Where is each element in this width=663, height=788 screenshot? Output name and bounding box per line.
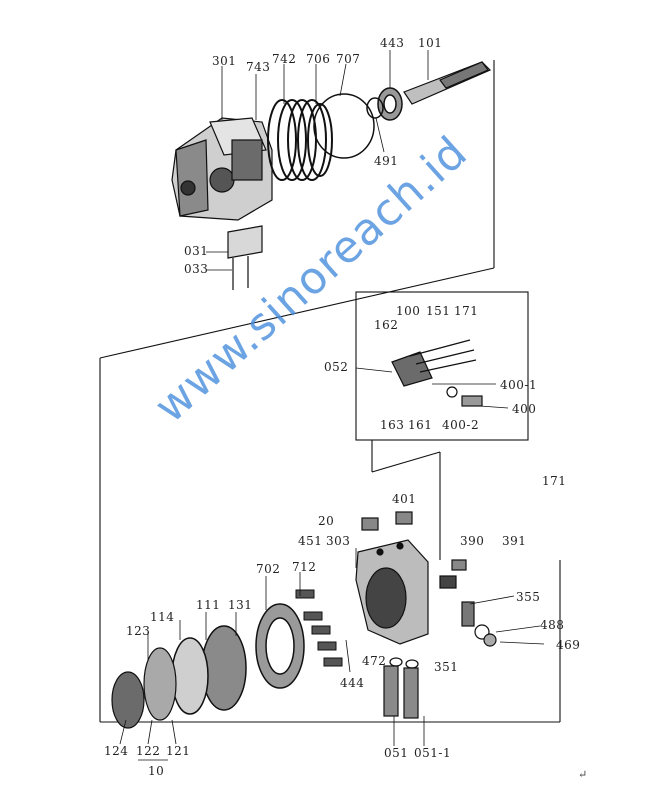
port-block: [227, 225, 263, 290]
motor-housing: [355, 511, 429, 645]
part-label-400-1: 400-1: [500, 378, 538, 392]
part-label-444: 444: [340, 676, 365, 690]
part-label-171: 171: [542, 474, 567, 488]
part-label-707: 707: [336, 52, 361, 66]
part-label-451: 451: [298, 534, 323, 548]
part-label-706: 706: [306, 52, 331, 66]
part-label-469: 469: [556, 638, 581, 652]
part-label-303: 303: [326, 534, 351, 548]
part-label-390: 390: [460, 534, 485, 548]
part-label-163: 163: [380, 418, 405, 432]
bearing: [366, 87, 403, 121]
part-label-742: 742: [272, 52, 297, 66]
brake-springs: [295, 589, 343, 667]
part-label-101: 101: [418, 36, 443, 50]
part-label-472: 472: [362, 654, 387, 668]
seal-ring: [313, 93, 375, 159]
part-label-124: 124: [104, 744, 129, 758]
part-label-052: 052: [324, 360, 349, 374]
drive-shaft: [403, 61, 492, 105]
valve-assembly: [391, 339, 483, 407]
part-label-161: 161: [408, 418, 433, 432]
part-label-391: 391: [502, 534, 527, 548]
part-label-355: 355: [516, 590, 541, 604]
part-label-111: 111: [196, 598, 221, 612]
part-label-301: 301: [212, 54, 237, 68]
part-label-123: 123: [126, 624, 151, 638]
part-label-131: 131: [228, 598, 253, 612]
return-mark: ↵: [578, 768, 588, 781]
part-label-400-2: 400-2: [442, 418, 480, 432]
part-label-162: 162: [374, 318, 399, 332]
part-label-712: 712: [292, 560, 317, 574]
part-label-114: 114: [150, 610, 175, 624]
part-label-10: 10: [148, 764, 165, 778]
brake-disc: [255, 603, 305, 689]
frame-lines: [99, 60, 561, 723]
part-label-033: 033: [184, 262, 209, 276]
part-label-400: 400: [512, 402, 537, 416]
part-label-051-1: 051-1: [414, 746, 452, 760]
part-label-702: 702: [256, 562, 281, 576]
part-label-151: 151: [426, 304, 451, 318]
part-label-443: 443: [380, 36, 405, 50]
spring-stack: [267, 99, 333, 181]
oring-cartridges: [383, 657, 419, 719]
part-label-121: 121: [166, 744, 191, 758]
reduction-housing: [171, 117, 273, 221]
part-label-171-inset: 171: [454, 304, 479, 318]
part-label-491: 491: [374, 154, 399, 168]
cylinder-block: [171, 625, 247, 715]
part-label-100: 100: [396, 304, 421, 318]
piston-set: [111, 647, 177, 729]
part-label-051: 051: [384, 746, 409, 760]
relief-valve-parts: [439, 559, 497, 647]
part-label-351: 351: [434, 660, 459, 674]
part-label-401: 401: [392, 492, 417, 506]
leader-lines: [119, 50, 545, 761]
part-label-20: 20: [318, 514, 335, 528]
part-label-488: 488: [540, 618, 565, 632]
part-label-031: 031: [184, 244, 209, 258]
part-label-122: 122: [136, 744, 161, 758]
part-label-743: 743: [246, 60, 271, 74]
